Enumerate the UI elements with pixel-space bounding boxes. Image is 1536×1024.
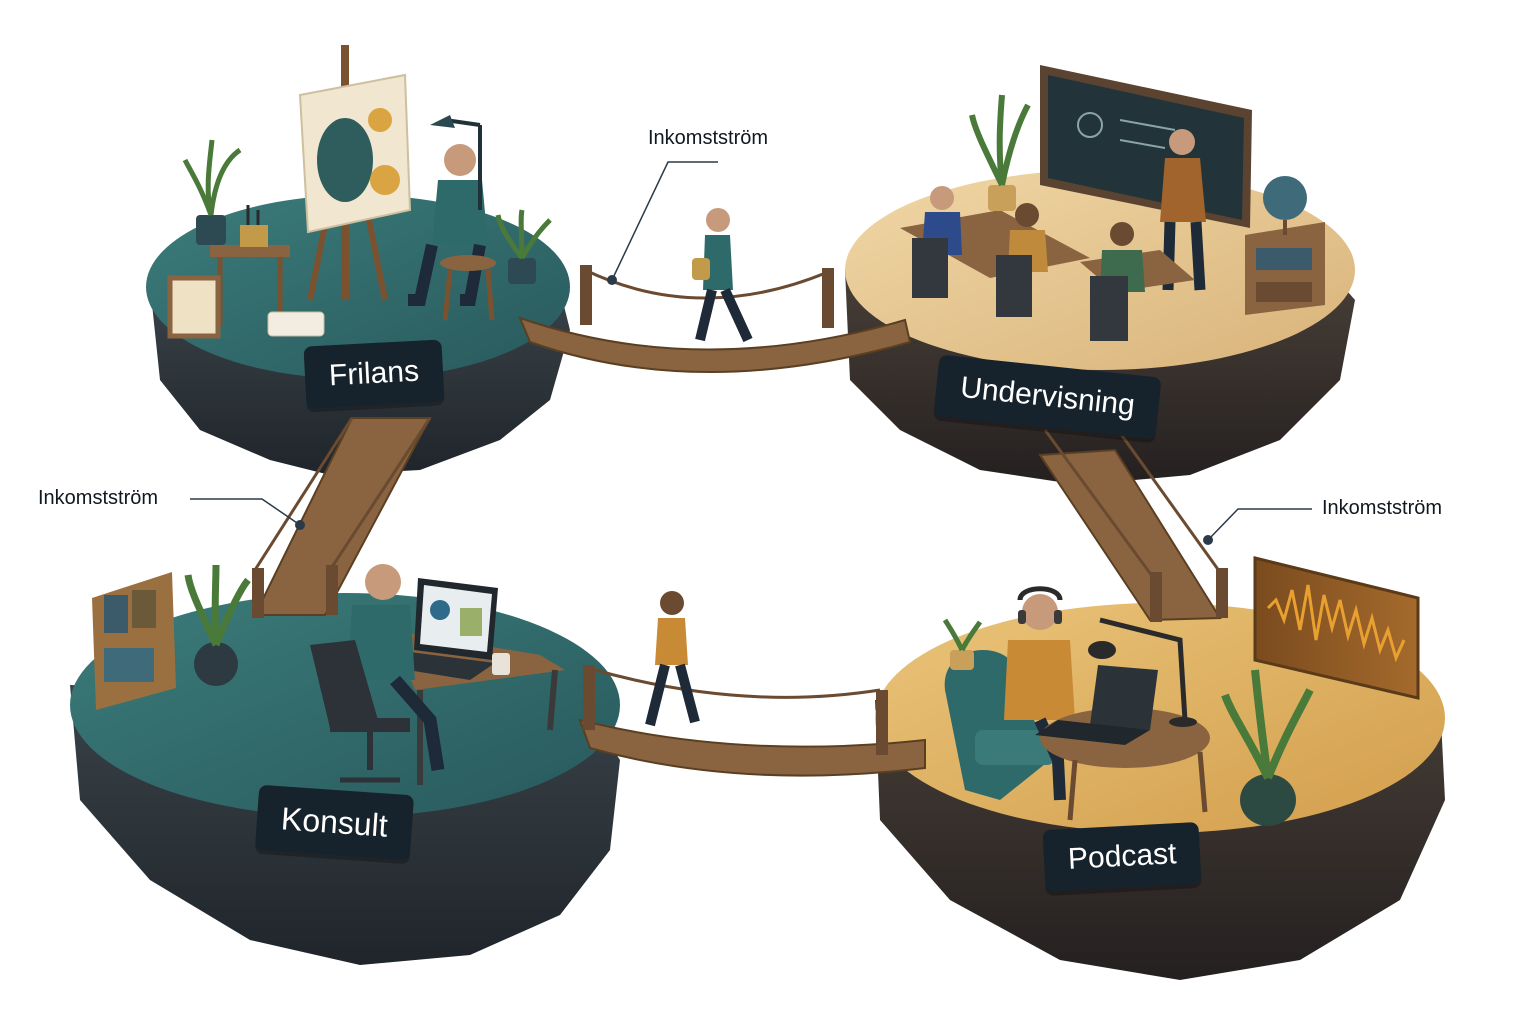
- bridge-rope: [587, 666, 881, 699]
- bridge-post: [1150, 572, 1162, 622]
- lamp-icon: [430, 115, 482, 210]
- callout-right: Inkomstström: [1322, 497, 1443, 519]
- globe-icon: [1263, 176, 1307, 235]
- armchair-icon: [944, 650, 1055, 800]
- island-label-frilans: Frilans: [303, 339, 445, 409]
- potted-plant-icon: [1221, 669, 1314, 826]
- rope-bridge-left: [252, 417, 432, 618]
- potted-plant-icon: [495, 209, 552, 284]
- paint-palette-icon: [267, 311, 325, 337]
- bridge-post: [580, 265, 592, 325]
- bridge-rope: [253, 417, 354, 571]
- island-label-podcast-text: Podcast: [1067, 837, 1178, 876]
- island-label-podcast: Podcast: [1042, 821, 1202, 893]
- callout-line-top: [607, 161, 718, 285]
- rope-bridge-bottom: [578, 591, 926, 777]
- student-person-icon: [996, 203, 1048, 317]
- office-chair-icon: [310, 640, 410, 783]
- potted-plant-icon: [182, 139, 242, 245]
- island-podcast: [875, 556, 1445, 980]
- rope-bridge-top: [518, 208, 912, 373]
- potted-plant-icon: [942, 618, 983, 670]
- bookshelf-icon: [92, 572, 176, 710]
- bridge-post: [326, 565, 338, 615]
- callout-line-right: [1203, 508, 1312, 545]
- teacher-person-icon: [1160, 129, 1206, 291]
- island-label-frilans-text: Frilans: [328, 354, 420, 393]
- bridge-post: [822, 268, 834, 328]
- student-person-icon: [1090, 222, 1145, 341]
- sound-wave-panel-icon: [1253, 556, 1420, 700]
- bridge-rope: [1116, 429, 1224, 576]
- student-person-icon: [912, 186, 962, 298]
- easel-icon: [298, 45, 412, 301]
- coffee-mug-icon: [492, 653, 510, 675]
- callout-left: Inkomstström: [38, 487, 159, 509]
- island-frilans: [146, 45, 570, 475]
- potted-plant-icon: [969, 94, 1031, 211]
- walking-person-icon: [645, 591, 700, 727]
- potted-plant-icon: [184, 564, 251, 686]
- callout-line-left: [190, 498, 305, 530]
- laptop-icon: [395, 578, 498, 680]
- consultant-person-icon: [348, 564, 445, 772]
- sound-wave-icon: [1266, 584, 1406, 663]
- bridge-deck: [253, 417, 432, 616]
- island-label-konsult-text: Konsult: [279, 800, 389, 844]
- bridge-rope: [328, 417, 432, 571]
- bridge-post: [252, 568, 264, 618]
- bridge-post: [583, 665, 595, 730]
- bridge-rope: [1043, 429, 1157, 581]
- bridge-deck: [578, 718, 926, 777]
- bookshelf-icon: [1245, 222, 1325, 315]
- island-konsult: [70, 564, 620, 965]
- rope-bridge-right: [1038, 429, 1228, 622]
- callout-top: Inkomstström: [648, 127, 769, 149]
- bridge-post: [876, 690, 888, 755]
- bridge-post: [1216, 568, 1228, 618]
- headphones-icon: [1018, 610, 1062, 624]
- framed-picture-icon: [167, 275, 221, 339]
- walking-person-icon: [692, 208, 753, 343]
- bridge-deck: [518, 316, 912, 373]
- painter-person-icon: [408, 144, 496, 321]
- microphone-icon: [1088, 617, 1197, 727]
- laptop-icon: [1035, 665, 1158, 745]
- island-label-konsult: Konsult: [254, 784, 414, 861]
- island-label-undervisning-text: Undervisning: [958, 370, 1137, 423]
